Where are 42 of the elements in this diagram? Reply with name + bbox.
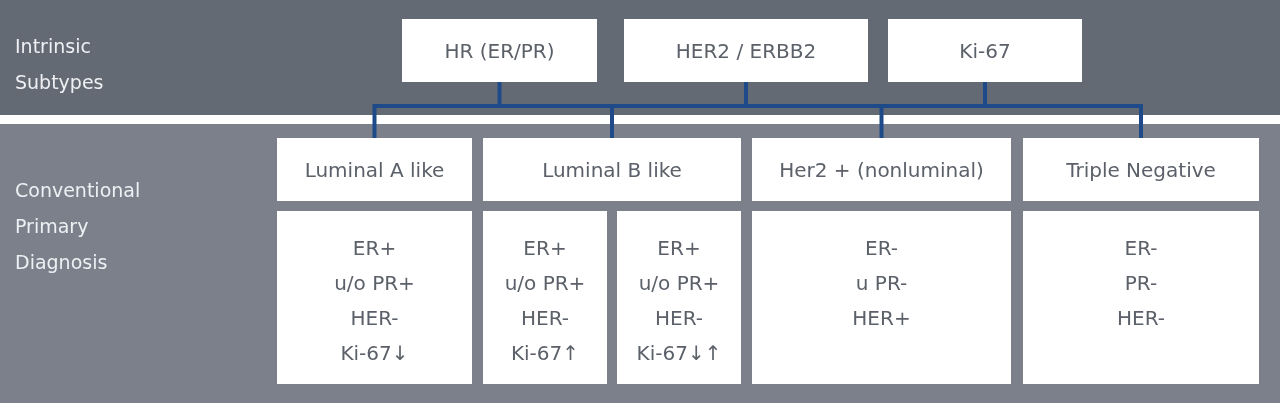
criterion-text: u/o PR+ bbox=[504, 270, 586, 297]
criterion-text: ER- bbox=[865, 235, 898, 262]
marker-label: HER2 / ERBB2 bbox=[675, 38, 817, 63]
criterion-text: u/o PR+ bbox=[638, 270, 720, 297]
criterion-text: HER- bbox=[521, 305, 569, 332]
criterion-text: HER- bbox=[350, 305, 399, 332]
criterion-text: ER+ bbox=[657, 235, 701, 262]
row-band bbox=[0, 124, 1280, 403]
criterion-text: ER+ bbox=[523, 235, 567, 262]
subtype-label: Triple Negative bbox=[1066, 157, 1216, 182]
marker-box bbox=[624, 19, 868, 82]
criterion-text: HER- bbox=[655, 305, 703, 332]
subtype-box bbox=[752, 138, 1011, 201]
criterion-text: Ki-67↑ bbox=[510, 340, 580, 367]
marker-box bbox=[402, 19, 597, 82]
criterion-text: PR- bbox=[1124, 270, 1158, 297]
criteria-box bbox=[483, 211, 607, 384]
connector-line bbox=[370, 80, 1145, 140]
criterion-text: u/o PR+ bbox=[334, 270, 415, 297]
subtype-label: Luminal B like bbox=[542, 157, 682, 182]
criterion-text: Ki-67↓ bbox=[340, 340, 409, 367]
row-heading: Intrinsic Subtypes bbox=[15, 34, 105, 95]
criterion-text: ER- bbox=[1124, 235, 1158, 262]
criteria-box bbox=[1023, 211, 1259, 384]
subtype-box bbox=[277, 138, 472, 201]
criterion-text: ER+ bbox=[352, 235, 397, 262]
criterion-text: HER- bbox=[1117, 305, 1165, 332]
criteria-box bbox=[752, 211, 1011, 384]
criterion-text: HER+ bbox=[852, 305, 911, 332]
criteria-box bbox=[277, 211, 472, 384]
row-band bbox=[0, 0, 1280, 115]
marker-label: HR (ER/PR) bbox=[444, 38, 555, 63]
criterion-text: u PR- bbox=[855, 270, 908, 297]
marker-label: Ki-67 bbox=[959, 38, 1011, 63]
subtype-label: Her2 + (nonluminal) bbox=[779, 157, 984, 182]
subtype-label: Luminal A like bbox=[304, 157, 445, 182]
subtype-box bbox=[483, 138, 741, 201]
criteria-box bbox=[617, 211, 741, 384]
row-heading: Conventional Primary Diagnosis bbox=[15, 178, 142, 275]
subtype-box bbox=[1023, 138, 1259, 201]
criterion-text: Ki-67↓↑ bbox=[636, 340, 722, 367]
marker-box bbox=[888, 19, 1082, 82]
